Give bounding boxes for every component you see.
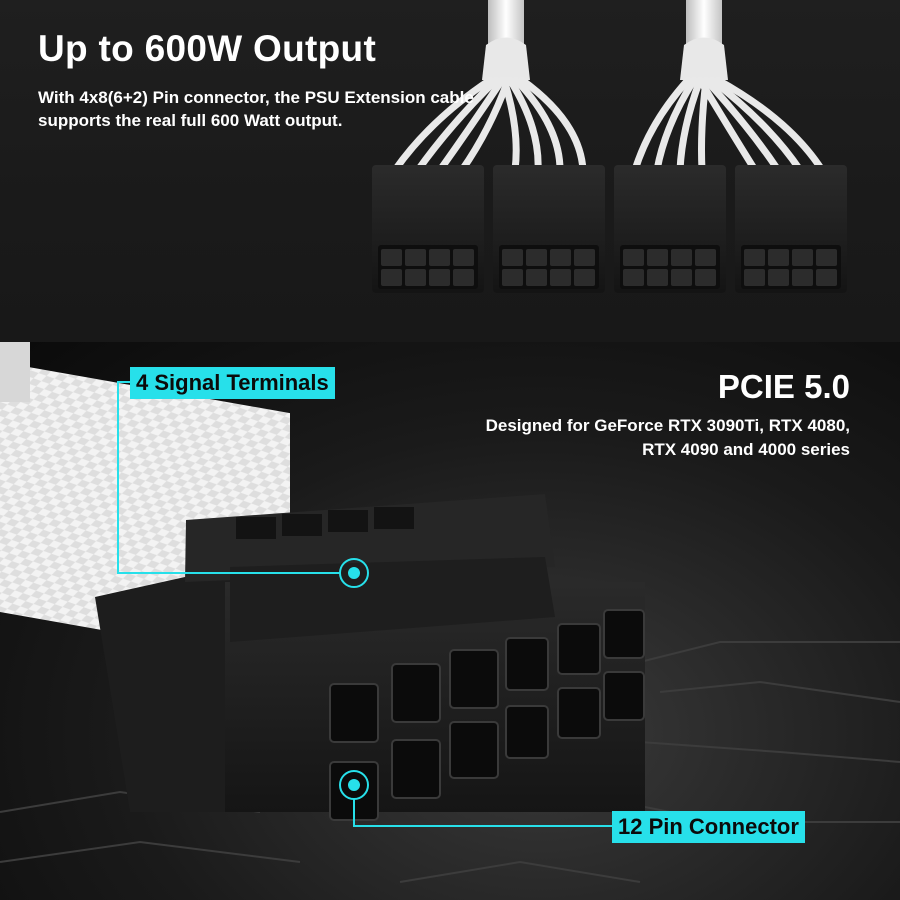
cable-wires (391, 76, 826, 174)
top-panel (0, 0, 900, 342)
connector-3 (614, 165, 726, 293)
cable-trunks (482, 0, 728, 80)
pcie-title: PCIE 5.0 (717, 368, 850, 405)
psu-8pin-connectors-illustration (372, 0, 847, 293)
connector-body (95, 494, 645, 812)
signal-terminals-label: 4 Signal Terminals (130, 367, 335, 399)
headline-description: With 4x8(6+2) Pin connector, the PSU Ext… (38, 88, 474, 130)
pcie5-12pin-connector-illustration (0, 342, 900, 883)
connector-4 (735, 165, 847, 293)
pcie-description: Designed for GeForce RTX 3090Ti, RTX 408… (485, 416, 850, 459)
headline: Up to 600W Output (38, 28, 377, 69)
signal-terminal-callout-line (117, 381, 369, 588)
pin-connector-label: 12 Pin Connector (612, 811, 805, 843)
bottom-panel (0, 342, 900, 900)
pin-sockets-row-top (329, 609, 645, 743)
pin-connector-callout-line (339, 770, 612, 827)
connector-2 (493, 165, 605, 293)
connector-1 (372, 165, 484, 293)
